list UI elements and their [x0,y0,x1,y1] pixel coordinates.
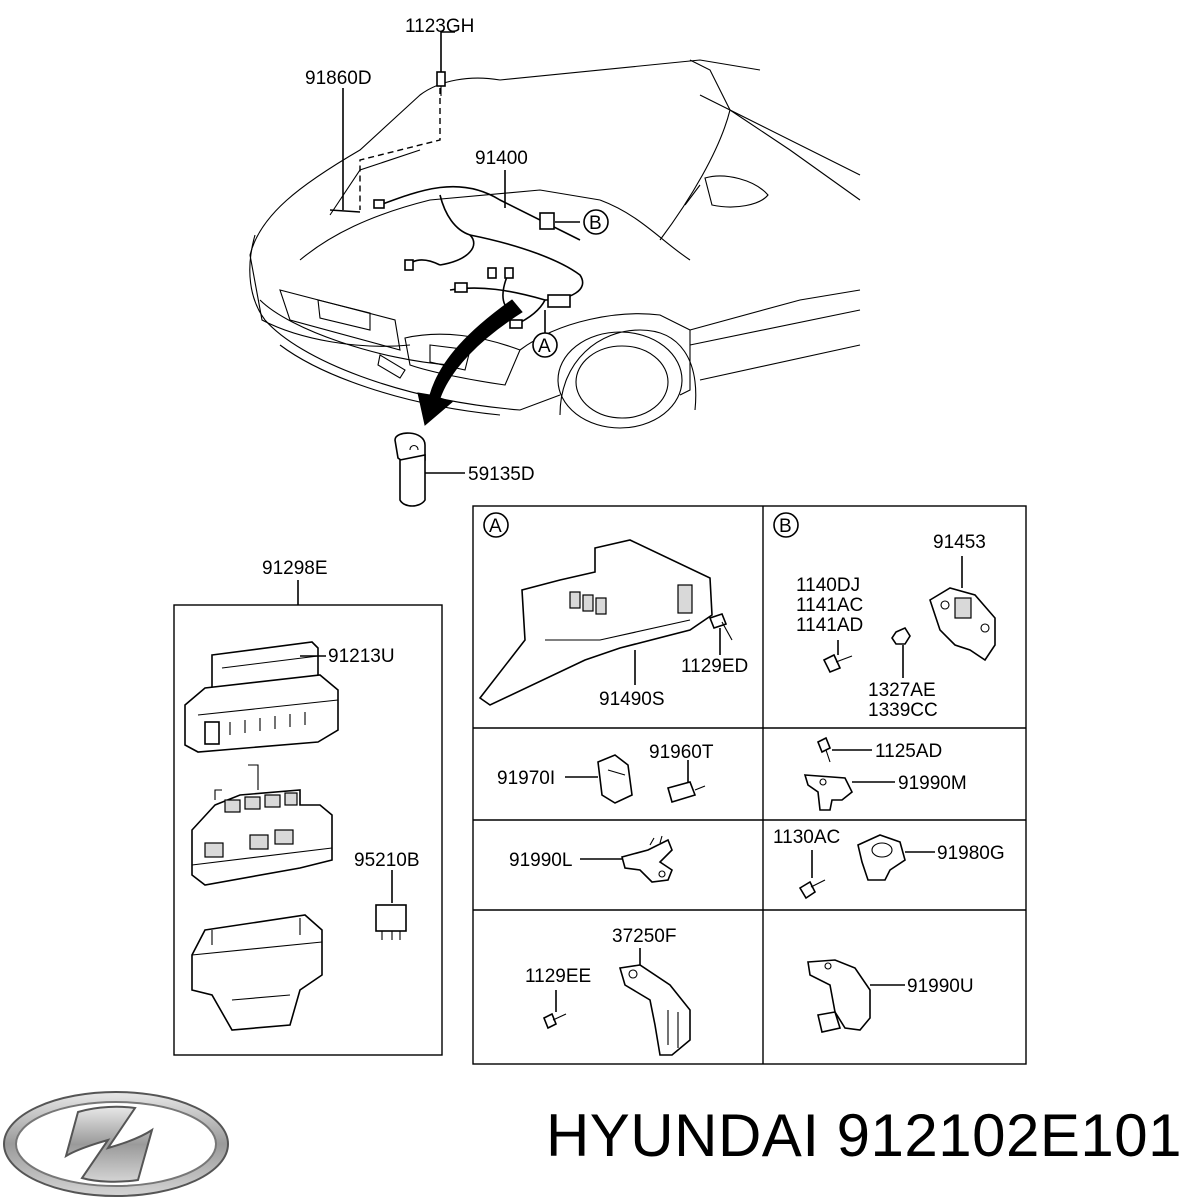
callout-1141ad: 1141AD [796,615,863,636]
callout-91400: 91400 [475,148,528,169]
junction-box-lower-case [191,914,323,1031]
bracket-91990m [803,774,854,811]
callout-91860d: 91860D [305,68,372,89]
car-front-illustration [249,59,861,429]
junction-box-cover [184,641,339,753]
svg-text:A: A [538,336,551,357]
callout-91453: 91453 [933,532,986,553]
callout-1123gh: 1123GH [405,16,474,37]
nut-1327ae-icon [891,626,911,645]
hyundai-logo [3,1091,229,1197]
callout-1339cc: 1339CC [868,700,938,721]
panel-b-marker: B [773,512,799,538]
leader-1123gh [440,31,455,72]
callout-1125ad: 1125AD [875,741,942,762]
callout-91970i: 91970I [497,768,555,789]
grommet-59135d [394,432,426,507]
wiring-harness-91400 [329,185,584,329]
svg-text:A: A [489,516,502,537]
bolt-1123gh-icon [436,71,446,96]
svg-text:B: B [779,516,792,537]
bolt-location-leader [359,88,441,210]
junction-box-frame [173,604,443,1056]
bracket-37250f [618,964,691,1056]
callout-91990m: 91990M [898,773,967,794]
callout-1140dj: 1140DJ [796,575,860,596]
screw-1130ac-icon [798,879,826,900]
callout-91490s: 91490S [599,689,665,710]
bracket-91990l [621,835,673,883]
marker-a: A [532,310,558,358]
grommet-91980g [857,834,906,881]
callout-91980g: 91980G [937,843,1005,864]
detail-grid [472,505,1027,1065]
clip-91970i [597,754,633,804]
callout-1141ac: 1141AC [796,595,863,616]
callout-1327ae: 1327AE [868,680,936,701]
relay-95210b [375,904,407,940]
product-title: HYUNDAI 912102E101 [545,1102,1182,1169]
bolt-1141-icon [822,653,853,674]
callout-91990u: 91990U [907,976,974,997]
protector-91490s [478,539,713,706]
callout-37250f: 37250F [612,926,676,947]
callout-1129ee: 1129EE [525,966,591,987]
callout-91990l: 91990L [509,850,572,871]
bracket-91453 [929,587,996,662]
callout-91213u: 91213U [328,646,395,667]
callout-59135d: 59135D [468,464,535,485]
callout-91298e: 91298E [262,558,328,579]
svg-text:B: B [589,213,602,234]
callout-91960t: 91960T [649,742,714,763]
callout-1129ed: 1129ED [681,656,748,677]
bracket-91990u [807,959,871,1033]
callout-1130ac: 1130AC [773,827,840,848]
marker-b: B [583,209,609,235]
junction-box-body [191,764,333,886]
screw-1129ed-icon [708,613,733,641]
panel-a-marker: A [483,512,509,538]
location-arrow [417,299,523,426]
bolt-1125ad-icon [816,736,832,763]
screw-1129ee-icon [542,1012,567,1030]
clip-91960t [667,781,706,804]
callout-95210b: 95210B [354,850,420,871]
